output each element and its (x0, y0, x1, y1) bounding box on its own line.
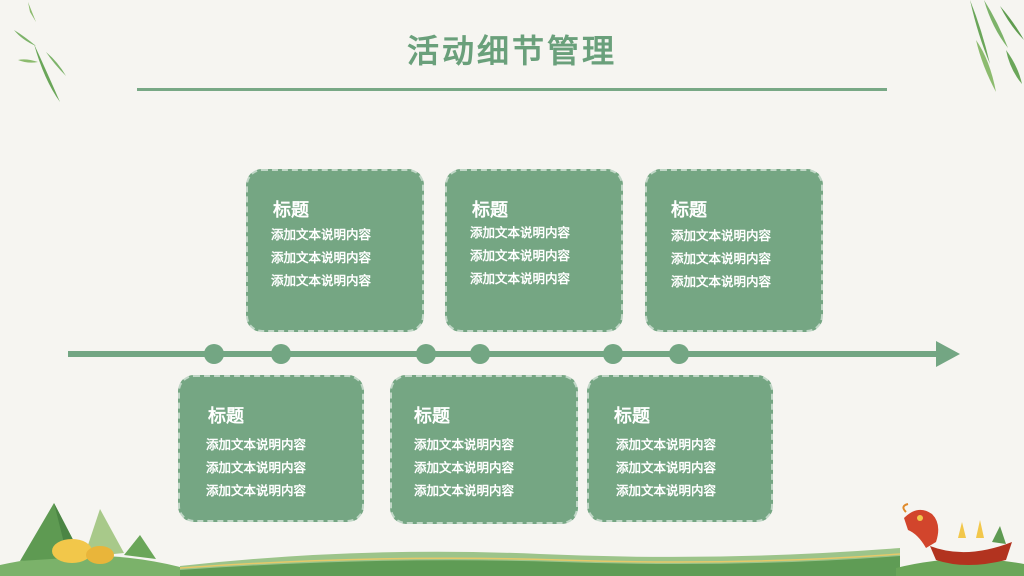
card-text: 添加文本说明内容 (671, 228, 772, 243)
card-title: 标题 (614, 406, 650, 427)
title-divider (137, 88, 887, 91)
dragon-boat-icon (896, 503, 1024, 576)
ground-wave (180, 548, 900, 576)
card-text: 添加文本说明内容 (206, 460, 307, 475)
card-text: 添加文本说明内容 (271, 273, 372, 288)
card-text: 添加文本说明内容 (671, 251, 772, 266)
card-text: 添加文本说明内容 (271, 227, 372, 242)
card-top-3: 标题 添加文本说明内容 添加文本说明内容 添加文本说明内容 (645, 169, 823, 332)
card-text: 添加文本说明内容 (414, 460, 515, 475)
timeline-node (669, 344, 689, 364)
card-text: 添加文本说明内容 (616, 483, 717, 498)
card-text: 添加文本说明内容 (206, 483, 307, 498)
card-text: 添加文本说明内容 (470, 271, 571, 286)
card-title: 标题 (414, 406, 450, 427)
timeline-node (271, 344, 291, 364)
card-text: 添加文本说明内容 (616, 460, 717, 475)
card-bottom-3: 标题 添加文本说明内容 添加文本说明内容 添加文本说明内容 (587, 375, 773, 522)
card-title: 标题 (472, 200, 508, 221)
zongzi-icon (0, 503, 180, 576)
card-title: 标题 (273, 200, 309, 221)
card-text: 添加文本说明内容 (671, 274, 772, 289)
timeline-node (416, 344, 436, 364)
card-title: 标题 (208, 406, 244, 427)
card-text: 添加文本说明内容 (206, 437, 307, 452)
card-text: 添加文本说明内容 (616, 437, 717, 452)
card-text: 添加文本说明内容 (414, 483, 515, 498)
timeline-node (603, 344, 623, 364)
bamboo-leaves-icon (970, 0, 1024, 92)
timeline-node (204, 344, 224, 364)
card-bottom-1: 标题 添加文本说明内容 添加文本说明内容 添加文本说明内容 (178, 375, 364, 522)
bamboo-leaves-icon (14, 2, 66, 102)
timeline-node (470, 344, 490, 364)
card-bottom-2: 标题 添加文本说明内容 添加文本说明内容 添加文本说明内容 (390, 375, 578, 524)
card-top-2: 标题 添加文本说明内容 添加文本说明内容 添加文本说明内容 (445, 169, 623, 332)
timeline-arrowhead (936, 341, 960, 367)
timeline-line (68, 351, 940, 357)
card-top-1: 标题 添加文本说明内容 添加文本说明内容 添加文本说明内容 (246, 169, 424, 332)
card-text: 添加文本说明内容 (414, 437, 515, 452)
card-text: 添加文本说明内容 (470, 225, 571, 240)
card-title: 标题 (671, 200, 707, 221)
page-title: 活动细节管理 (406, 32, 617, 70)
card-text: 添加文本说明内容 (271, 250, 372, 265)
card-text: 添加文本说明内容 (470, 248, 571, 263)
